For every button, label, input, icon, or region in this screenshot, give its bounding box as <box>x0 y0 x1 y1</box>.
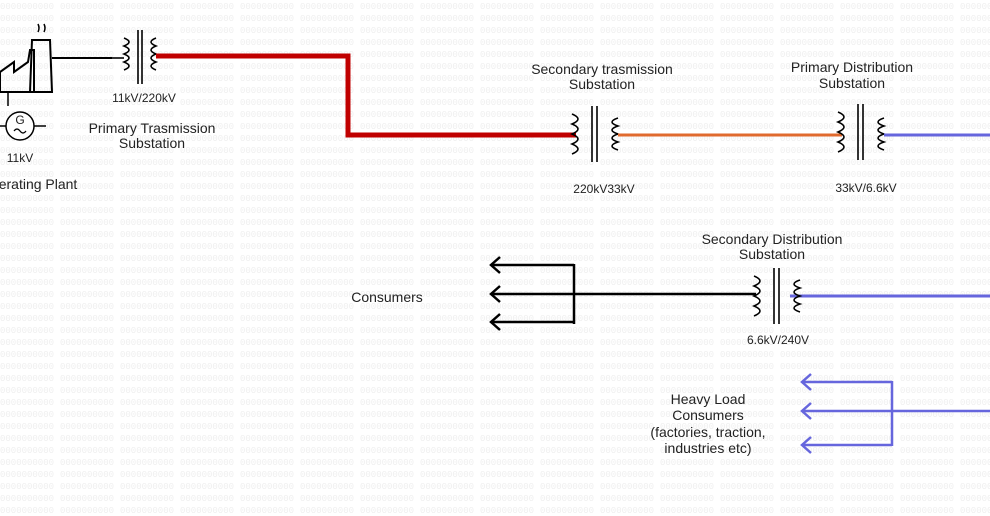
arrow-left-icon <box>489 313 501 331</box>
arrow-left-icon <box>800 402 812 420</box>
secondary-distribution-ratio: 6.6kV/240V <box>747 333 809 347</box>
arrow-left-icon <box>800 436 812 454</box>
primary-distribution-ratio: 33kV/6.6kV <box>835 181 896 195</box>
arrow-left-icon <box>489 285 501 303</box>
transformer-icon <box>569 106 621 162</box>
generator-symbol: G <box>15 113 24 127</box>
consumers-label: Consumers <box>351 289 423 305</box>
consumers-feeder <box>492 263 756 324</box>
transformer-icon <box>112 30 159 84</box>
arrow-left-icon <box>489 256 501 274</box>
secondary-transmission-label-2: Substation <box>569 76 635 92</box>
plant-label: erating Plant <box>0 176 77 192</box>
transformer-icon <box>751 268 803 324</box>
arrow-left-icon <box>800 373 812 391</box>
hv-transmission-line <box>156 53 576 138</box>
primary-distribution-label-2: Substation <box>819 75 885 91</box>
generator-icon: G <box>0 111 46 141</box>
secondary-transmission-ratio: 220kV33kV <box>573 182 634 196</box>
heavy-load-label-4: industries etc) <box>664 440 751 456</box>
primary-transmission-ratio: 11kV/220kV <box>112 91 176 105</box>
primary-transmission-label-2: Substation <box>119 135 185 151</box>
secondary-distribution-label-1: Secondary Distribution <box>702 231 843 247</box>
heavy-load-label-3: (factories, traction, <box>650 424 765 440</box>
primary-distribution-label-1: Primary Distribution <box>791 59 913 75</box>
generator-voltage: 11kV <box>7 151 33 165</box>
heavy-load-label-2: Consumers <box>672 407 744 423</box>
secondary-transmission-label-1: Secondary trasmission <box>531 61 673 77</box>
primary-transmission-label-1: Primary Trasmission <box>89 120 216 136</box>
secondary-distribution-label-2: Substation <box>739 246 805 262</box>
heavy-load-label-1: Heavy Load <box>671 391 746 407</box>
heavy-load-feeder <box>802 380 990 447</box>
